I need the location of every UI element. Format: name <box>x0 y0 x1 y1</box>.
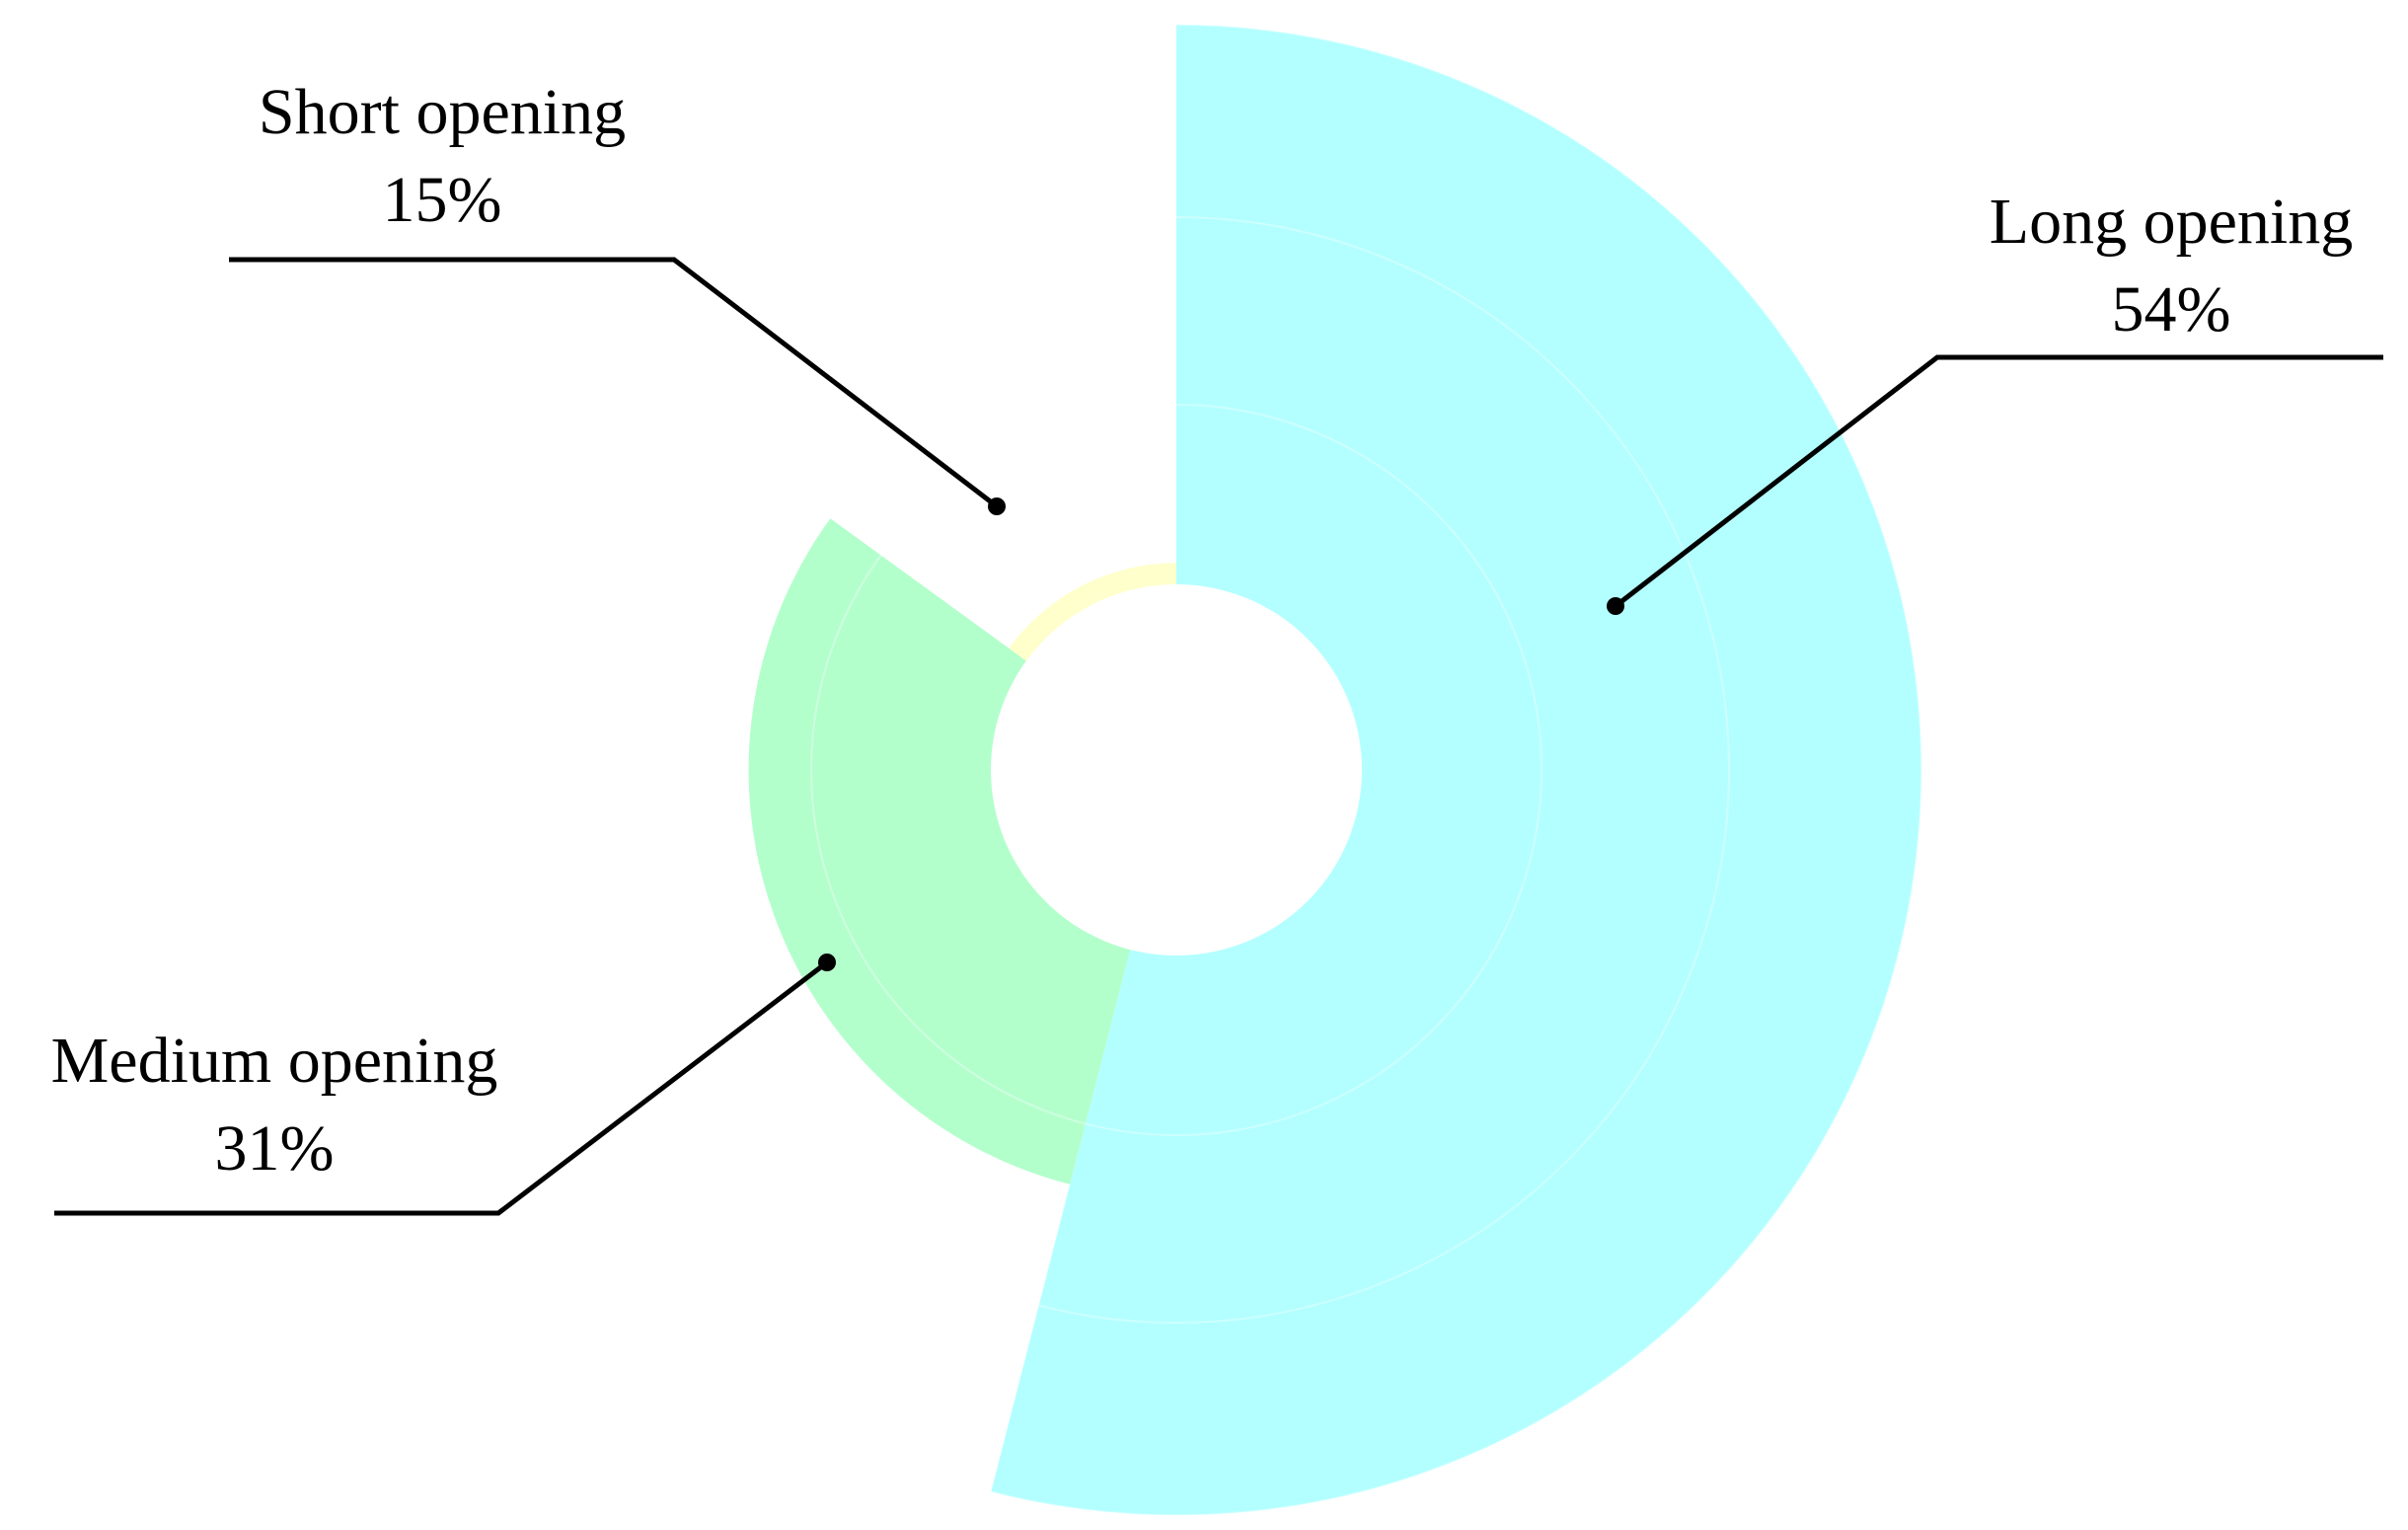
leader-line-long-opening <box>1614 354 2383 608</box>
leader-dot-long-opening <box>1607 597 1624 615</box>
leader-dot-short-opening <box>988 497 1006 515</box>
leader-dot-medium-opening <box>818 954 836 971</box>
leader-lines <box>54 257 2383 1216</box>
grid-rings <box>430 24 1922 1516</box>
leader-line-medium-opening <box>54 960 829 1216</box>
leader-line-short-opening <box>229 257 999 508</box>
label-medium-name: Medium opening <box>51 1025 498 1097</box>
grid-ring-3 <box>430 24 1922 1516</box>
label-long-name: Long opening <box>1990 186 2353 258</box>
label-short-name: Short opening <box>259 76 626 148</box>
label-long-value: 54% <box>2112 273 2231 345</box>
grid-ring-1 <box>810 404 1543 1136</box>
slice-long-opening <box>991 25 1922 1516</box>
center-hole <box>991 584 1362 956</box>
slice-medium-opening <box>748 518 1176 1185</box>
grid-ring-2 <box>623 216 1730 1324</box>
label-medium-value: 31% <box>215 1112 335 1185</box>
label-short-value: 15% <box>383 164 502 236</box>
